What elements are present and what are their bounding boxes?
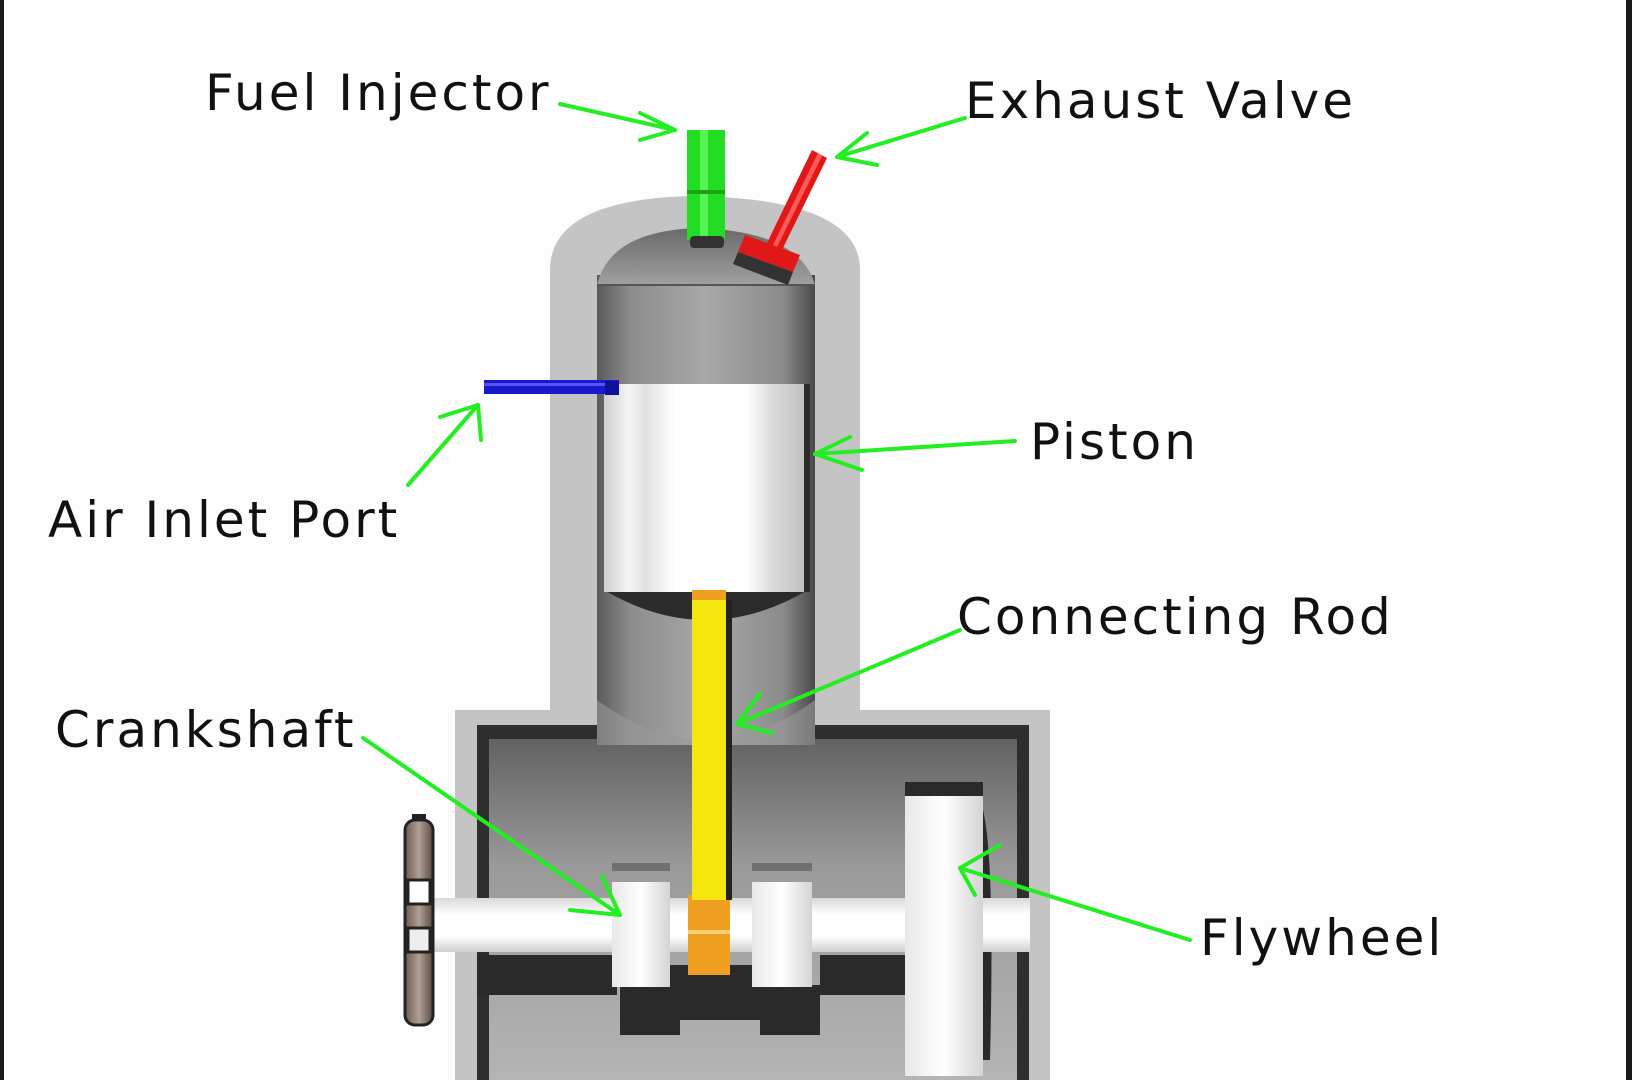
air-inlet-port bbox=[484, 380, 619, 395]
arrow-exhaust-valve bbox=[835, 116, 967, 167]
flywheel-disc bbox=[905, 796, 983, 1076]
crank-web-right bbox=[752, 882, 812, 987]
arrow-flywheel bbox=[958, 843, 1192, 942]
exhaust-valve bbox=[733, 150, 827, 285]
crank-web-left bbox=[612, 882, 670, 987]
arrow-crankshaft bbox=[361, 736, 622, 917]
label-arrows bbox=[361, 102, 1192, 942]
label-air-inlet-port: Air Inlet Port bbox=[48, 491, 400, 549]
crank-pin bbox=[688, 895, 730, 975]
label-crankshaft: Crankshaft bbox=[55, 701, 356, 759]
left-border bbox=[0, 0, 4, 1080]
flywheel bbox=[905, 782, 1030, 1076]
arrow-piston bbox=[813, 435, 1017, 472]
label-flywheel: Flywheel bbox=[1200, 909, 1444, 967]
arrow-connecting-rod bbox=[735, 628, 962, 735]
arrow-air-inlet-port bbox=[406, 403, 483, 487]
right-border bbox=[1626, 0, 1632, 1080]
piston-body bbox=[604, 384, 808, 592]
label-exhaust-valve: Exhaust Valve bbox=[965, 72, 1356, 130]
arrow-fuel-injector bbox=[558, 102, 677, 142]
piston bbox=[604, 384, 810, 620]
connecting-rod bbox=[692, 590, 732, 900]
drive-sprocket bbox=[403, 814, 435, 1027]
label-fuel-injector: Fuel Injector bbox=[205, 64, 552, 122]
label-connecting-rod: Connecting Rod bbox=[957, 588, 1394, 646]
label-piston: Piston bbox=[1030, 413, 1199, 471]
fuel-injector bbox=[687, 130, 725, 248]
